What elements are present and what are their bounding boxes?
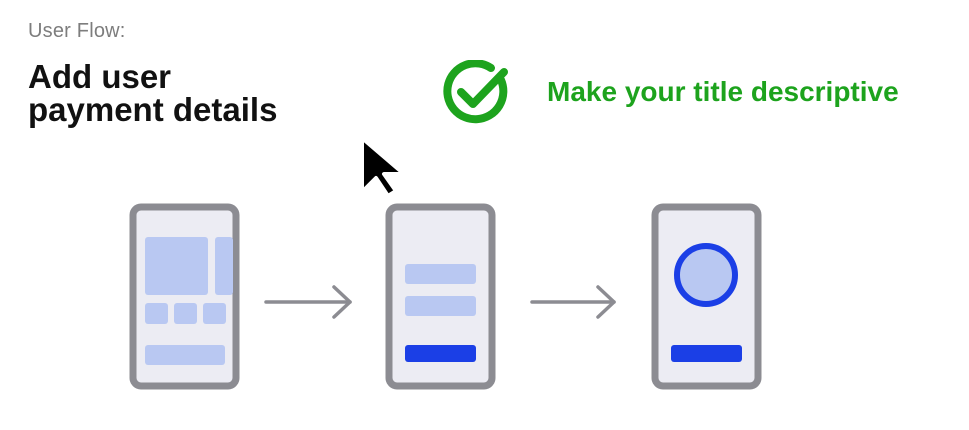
form-field-placeholder [405,296,476,316]
screen-overview [129,203,240,390]
flow-title-line-1: Add user [28,58,172,95]
screen-confirmation [651,203,762,390]
form-field-placeholder [405,264,476,284]
placeholder-block [145,303,168,324]
screen-form [385,203,496,390]
tip-text: Make your title descriptive [547,76,899,107]
placeholder-block [215,237,233,295]
placeholder-block [174,303,197,324]
avatar-placeholder [674,243,738,307]
placeholder-bar [145,345,225,365]
primary-button-placeholder [671,345,742,362]
arrow-right-icon [530,285,616,319]
mouse-pointer-icon [360,136,406,198]
flow-title: Add user payment details [28,60,348,126]
primary-button-placeholder [405,345,476,362]
placeholder-block [145,237,208,295]
tip-callout: Make your title descriptive [441,60,899,124]
placeholder-block [203,303,226,324]
eyebrow-label: User Flow: [28,20,126,42]
check-circle-icon [443,60,508,124]
flow-title-line-2: payment details [28,91,278,128]
arrow-right-icon [264,285,352,319]
